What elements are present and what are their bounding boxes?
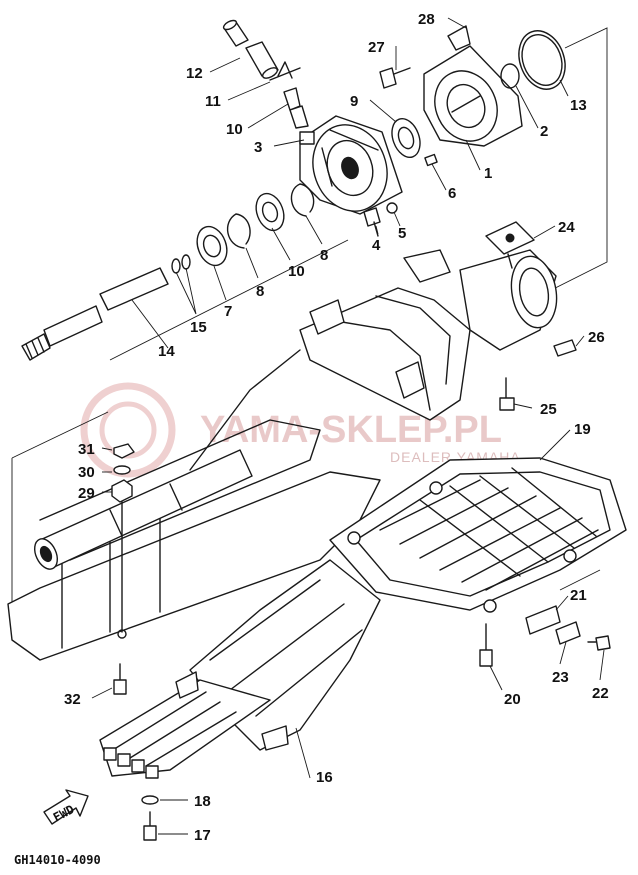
part-8-circlip-upper <box>290 183 315 217</box>
part-6-pin <box>424 153 438 167</box>
callout-14: 13 <box>570 97 587 114</box>
intake-tube <box>33 449 253 570</box>
part-32-nut <box>113 443 135 459</box>
callout-29: 28 <box>418 11 435 28</box>
callout-8-upper: 8 <box>320 247 328 264</box>
callout-32: 31 <box>78 441 95 458</box>
callout-12: 11 <box>205 93 221 110</box>
callout-13: 12 <box>186 65 203 82</box>
callout-11: 10 <box>226 121 243 138</box>
part-24-plate <box>555 621 581 645</box>
leader-lines <box>91 17 605 835</box>
callout-25: 24 <box>558 219 575 236</box>
watermark-main: YAMA-SKLEP.PL <box>200 409 502 451</box>
callout-33: 32 <box>64 691 81 708</box>
part-21-bolt <box>479 623 493 667</box>
callout-18: 17 <box>194 827 211 844</box>
callout-10: 9 <box>350 93 358 110</box>
part-9-bearing <box>255 192 285 232</box>
part-23-bolt <box>587 635 611 651</box>
part-15-shaft <box>21 267 169 361</box>
part-28-bolt <box>379 67 411 89</box>
callout-4: 4 <box>372 237 381 254</box>
part-3-housing <box>299 115 403 215</box>
callout-6: 6 <box>448 185 456 202</box>
part-20-ride-plate <box>329 457 627 613</box>
callout-20: 19 <box>574 421 591 438</box>
part-26-bolt <box>499 377 515 411</box>
part-33-bolt <box>113 663 127 695</box>
part-4-bolt <box>363 207 381 237</box>
callout-26: 25 <box>540 401 557 418</box>
part-30-nut <box>111 479 133 639</box>
part-16-rings <box>171 254 191 274</box>
part-29-bracket <box>447 25 471 51</box>
callout-21: 20 <box>504 691 521 708</box>
callout-9: 10 <box>288 263 305 280</box>
pump-housing <box>299 249 558 421</box>
part-17-intake-grate <box>99 559 381 779</box>
callout-27: 26 <box>588 329 605 346</box>
callout-numbers: 28 27 12 11 10 3 9 1 6 2 13 4 5 8 10 8 7… <box>64 11 609 844</box>
part-25-plate <box>485 221 535 269</box>
callout-30: 29 <box>78 485 95 502</box>
part-10-bearing <box>391 117 421 159</box>
callout-1: 1 <box>484 165 492 182</box>
diagram-code: GH14010-4090 <box>14 853 101 867</box>
watermark: YAMA-SKLEP.PL DEALER YAMAHA <box>80 382 520 478</box>
callout-15: 14 <box>158 343 175 360</box>
part-27-tab <box>553 339 577 357</box>
part-8-circlip-lower <box>226 213 251 249</box>
callout-17: 16 <box>316 769 333 786</box>
callout-2: 2 <box>540 123 548 140</box>
callout-16: 15 <box>190 319 207 336</box>
fwd-arrow-icon: FWD <box>43 789 89 825</box>
part-1-cover <box>423 45 523 147</box>
part-19-washer <box>141 795 159 805</box>
callout-8-lower: 8 <box>256 283 264 300</box>
part-14-ring <box>518 30 566 90</box>
callout-23: 22 <box>592 685 609 702</box>
callout-24: 23 <box>552 669 569 686</box>
part-11-fitting <box>283 87 309 129</box>
part-12-clip <box>269 61 301 81</box>
callout-28: 27 <box>368 39 385 56</box>
part-2-oring <box>500 63 520 89</box>
callout-19: 18 <box>194 793 211 810</box>
callout-22: 21 <box>570 587 587 604</box>
part-7-bearing <box>196 225 228 267</box>
callout-3: 3 <box>254 139 262 156</box>
part-31-washer <box>113 465 131 475</box>
part-13-sleeve <box>222 19 279 79</box>
part-5-washer <box>386 202 398 214</box>
callout-7: 7 <box>224 303 232 320</box>
part-18-bolt <box>143 811 157 841</box>
callout-31: 30 <box>78 464 95 481</box>
callout-5: 5 <box>398 225 406 242</box>
part-22-block <box>525 605 561 635</box>
